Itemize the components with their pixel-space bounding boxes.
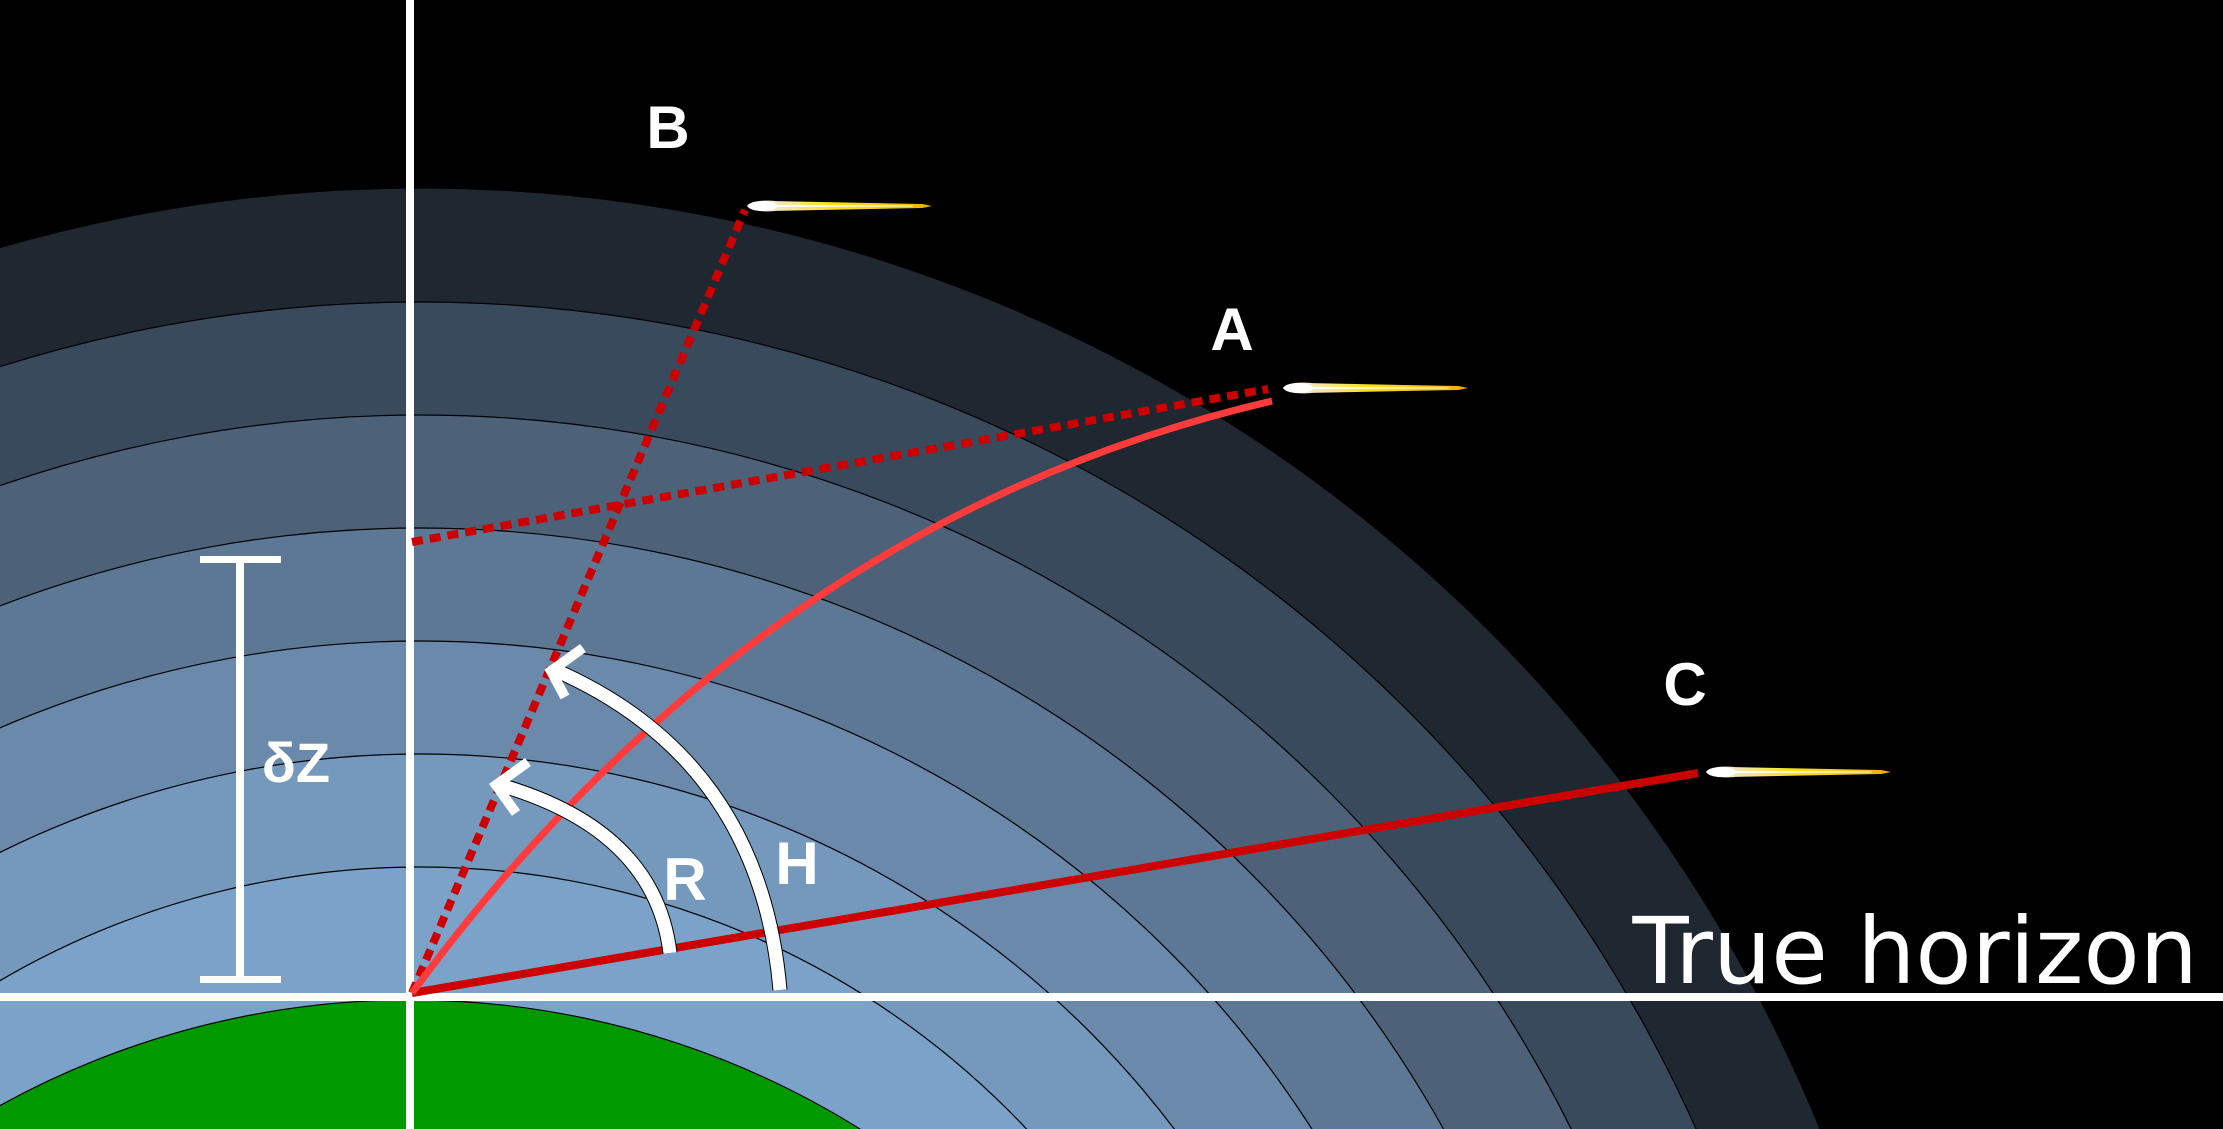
label-point-a: A [1210, 296, 1253, 363]
label-altitude-h: H [775, 830, 818, 897]
refraction-angle-arrow [489, 757, 678, 954]
label-delta-z: δZ [262, 731, 330, 794]
label-point-b: B [646, 94, 689, 161]
r-arrowhead-icon [489, 757, 531, 816]
true-horizon-line [0, 993, 2223, 1001]
h-arrowhead-icon [544, 643, 586, 700]
apparent-altitude-arrow [544, 643, 788, 991]
label-true-horizon: True horizon [1631, 898, 2198, 1005]
dotted-apparent-direction-b [408, 208, 749, 995]
label-point-c: C [1663, 651, 1706, 718]
delta-z-bracket [200, 556, 281, 983]
dotted-line-to-a [411, 385, 1269, 546]
label-refraction-r: R [663, 846, 706, 913]
straight-ray-c [411, 769, 1699, 997]
vertical-reference-line [406, 0, 414, 1129]
refracted-ray-a [409, 397, 1273, 996]
